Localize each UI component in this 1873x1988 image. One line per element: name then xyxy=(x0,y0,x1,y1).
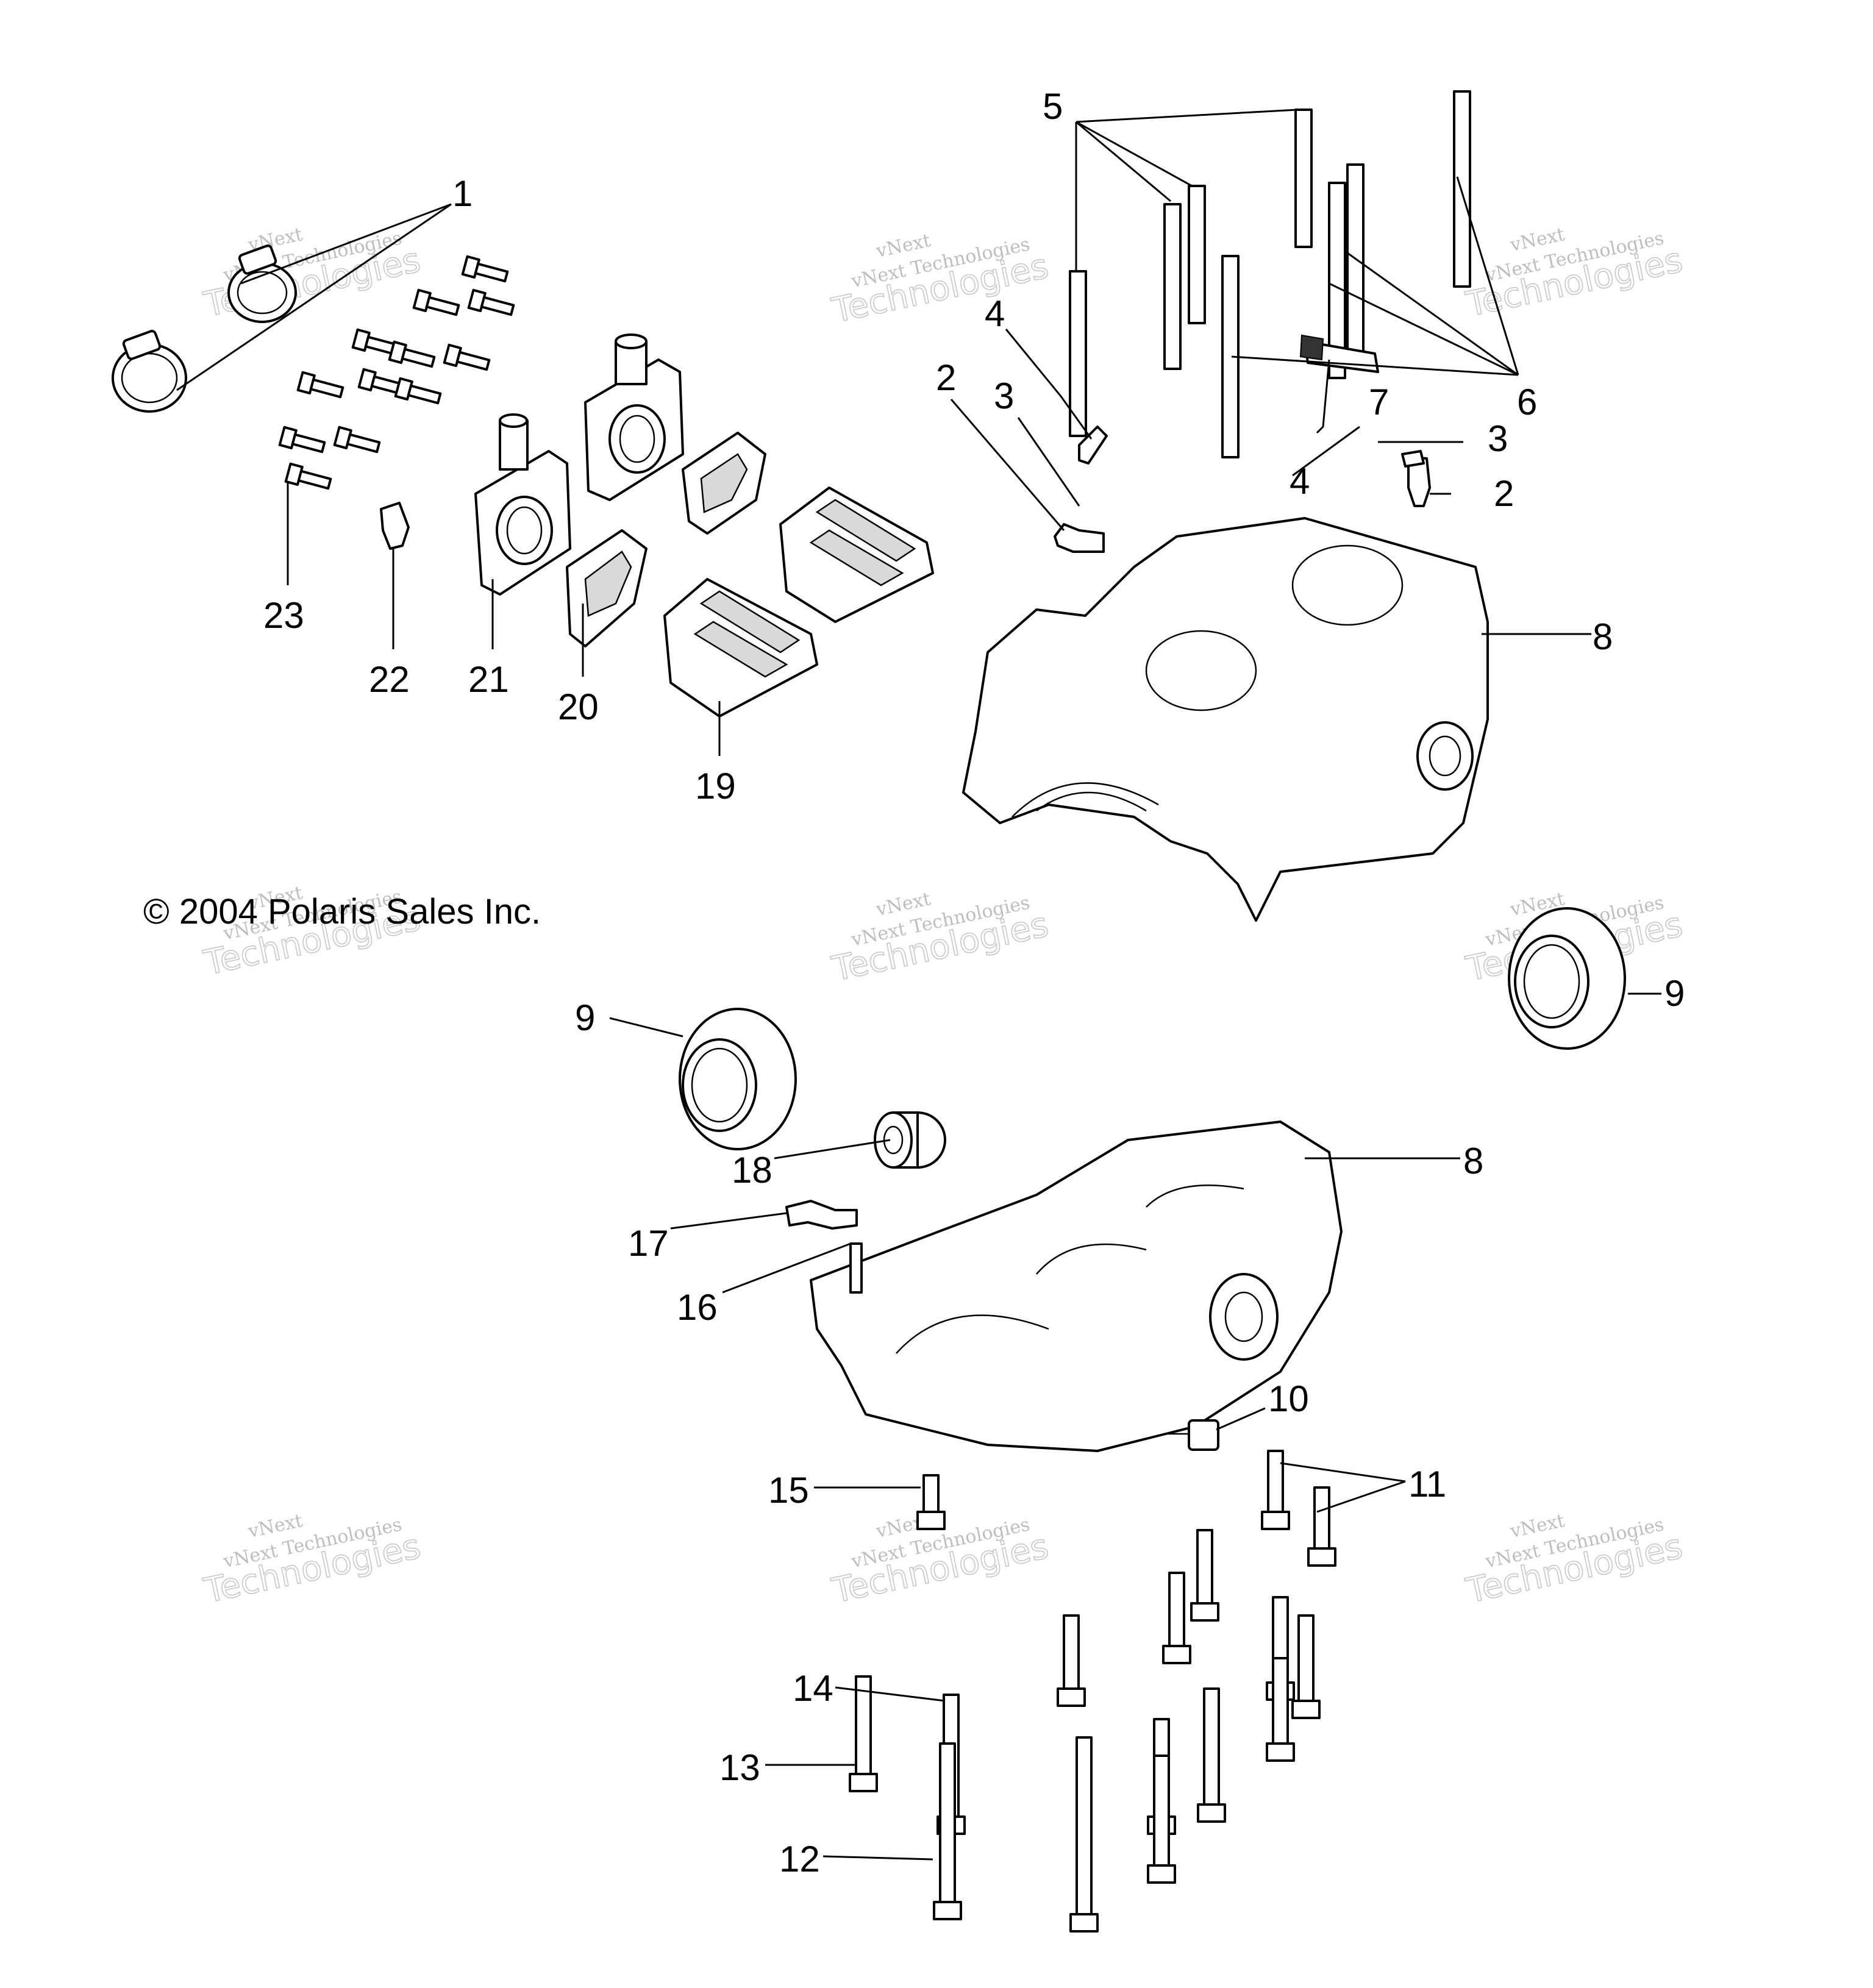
callout-8: 8 xyxy=(1593,616,1613,657)
callout-1: 1 xyxy=(452,173,473,214)
hose-clamps xyxy=(112,244,297,413)
elbow-fitting-17 xyxy=(785,1200,858,1230)
reed-stuffer-20 xyxy=(566,432,766,647)
seal-9-left xyxy=(679,1008,797,1150)
callout-19: 19 xyxy=(695,766,736,807)
crankcase-upper-8 xyxy=(962,517,1489,922)
clip-part-22 xyxy=(380,502,410,550)
callout-2: 2 xyxy=(936,357,956,398)
reed-adapter-21b xyxy=(584,333,684,501)
small-bolts xyxy=(278,255,515,490)
callout-3: 3 xyxy=(1488,418,1508,459)
drain-plug-10 xyxy=(1165,1419,1219,1451)
callout-22: 22 xyxy=(369,659,410,700)
callout-20: 20 xyxy=(558,686,599,727)
reed-adapter-21 xyxy=(474,413,571,596)
callout-10: 10 xyxy=(1268,1378,1309,1419)
seal-9-right xyxy=(1508,907,1626,1050)
bearing-18 xyxy=(874,1111,946,1169)
callout-14: 14 xyxy=(793,1668,833,1709)
callout-8: 8 xyxy=(1463,1141,1483,1181)
callout-4: 4 xyxy=(985,293,1005,334)
callout-2: 2 xyxy=(1494,473,1514,514)
cylinder-studs xyxy=(1069,90,1471,458)
fittings-upper xyxy=(1054,334,1431,553)
callout-6: 6 xyxy=(1517,382,1537,422)
reed-valve-19 xyxy=(663,486,934,718)
callout-3: 3 xyxy=(994,376,1014,416)
callout-18: 18 xyxy=(732,1150,772,1191)
leader-lines xyxy=(176,109,1661,1861)
watermark-top-left: vNext vNext Technologies Technologies xyxy=(200,224,424,326)
watermark-top-center: vNext vNext Technologies Technologies xyxy=(828,230,1052,332)
callout-13: 13 xyxy=(719,1747,760,1788)
copyright-notice: © 2004 Polaris Sales Inc. xyxy=(143,892,541,932)
callout-12: 12 xyxy=(779,1839,820,1879)
crankcase-bolts xyxy=(849,1450,1336,1933)
callout-4: 4 xyxy=(1290,461,1310,502)
callout-9: 9 xyxy=(1664,973,1685,1014)
watermark-bottom-left: vNext vNext Technologies Technologies xyxy=(200,1510,424,1612)
callout-9: 9 xyxy=(575,997,595,1038)
watermark-top-right: vNext vNext Technologies Technologies xyxy=(1462,224,1686,326)
callout-labels: 1 2 2 3 3 4 4 5 6 7 8 8 9 9 10 11 12 13 … xyxy=(263,86,1685,1879)
callout-21: 21 xyxy=(468,659,509,700)
crankcase-lower-8 xyxy=(810,1120,1343,1452)
callout-11: 11 xyxy=(1408,1464,1446,1505)
callout-15: 15 xyxy=(768,1470,809,1511)
callout-23: 23 xyxy=(263,595,304,636)
watermark-mid-center: vNext vNext Technologies Technologies xyxy=(828,888,1052,990)
watermark-bottom-right: vNext vNext Technologies Technologies xyxy=(1462,1510,1686,1612)
callout-16: 16 xyxy=(677,1287,718,1328)
callout-7: 7 xyxy=(1369,382,1389,422)
callout-17: 17 xyxy=(628,1223,669,1264)
callout-5: 5 xyxy=(1043,86,1063,127)
